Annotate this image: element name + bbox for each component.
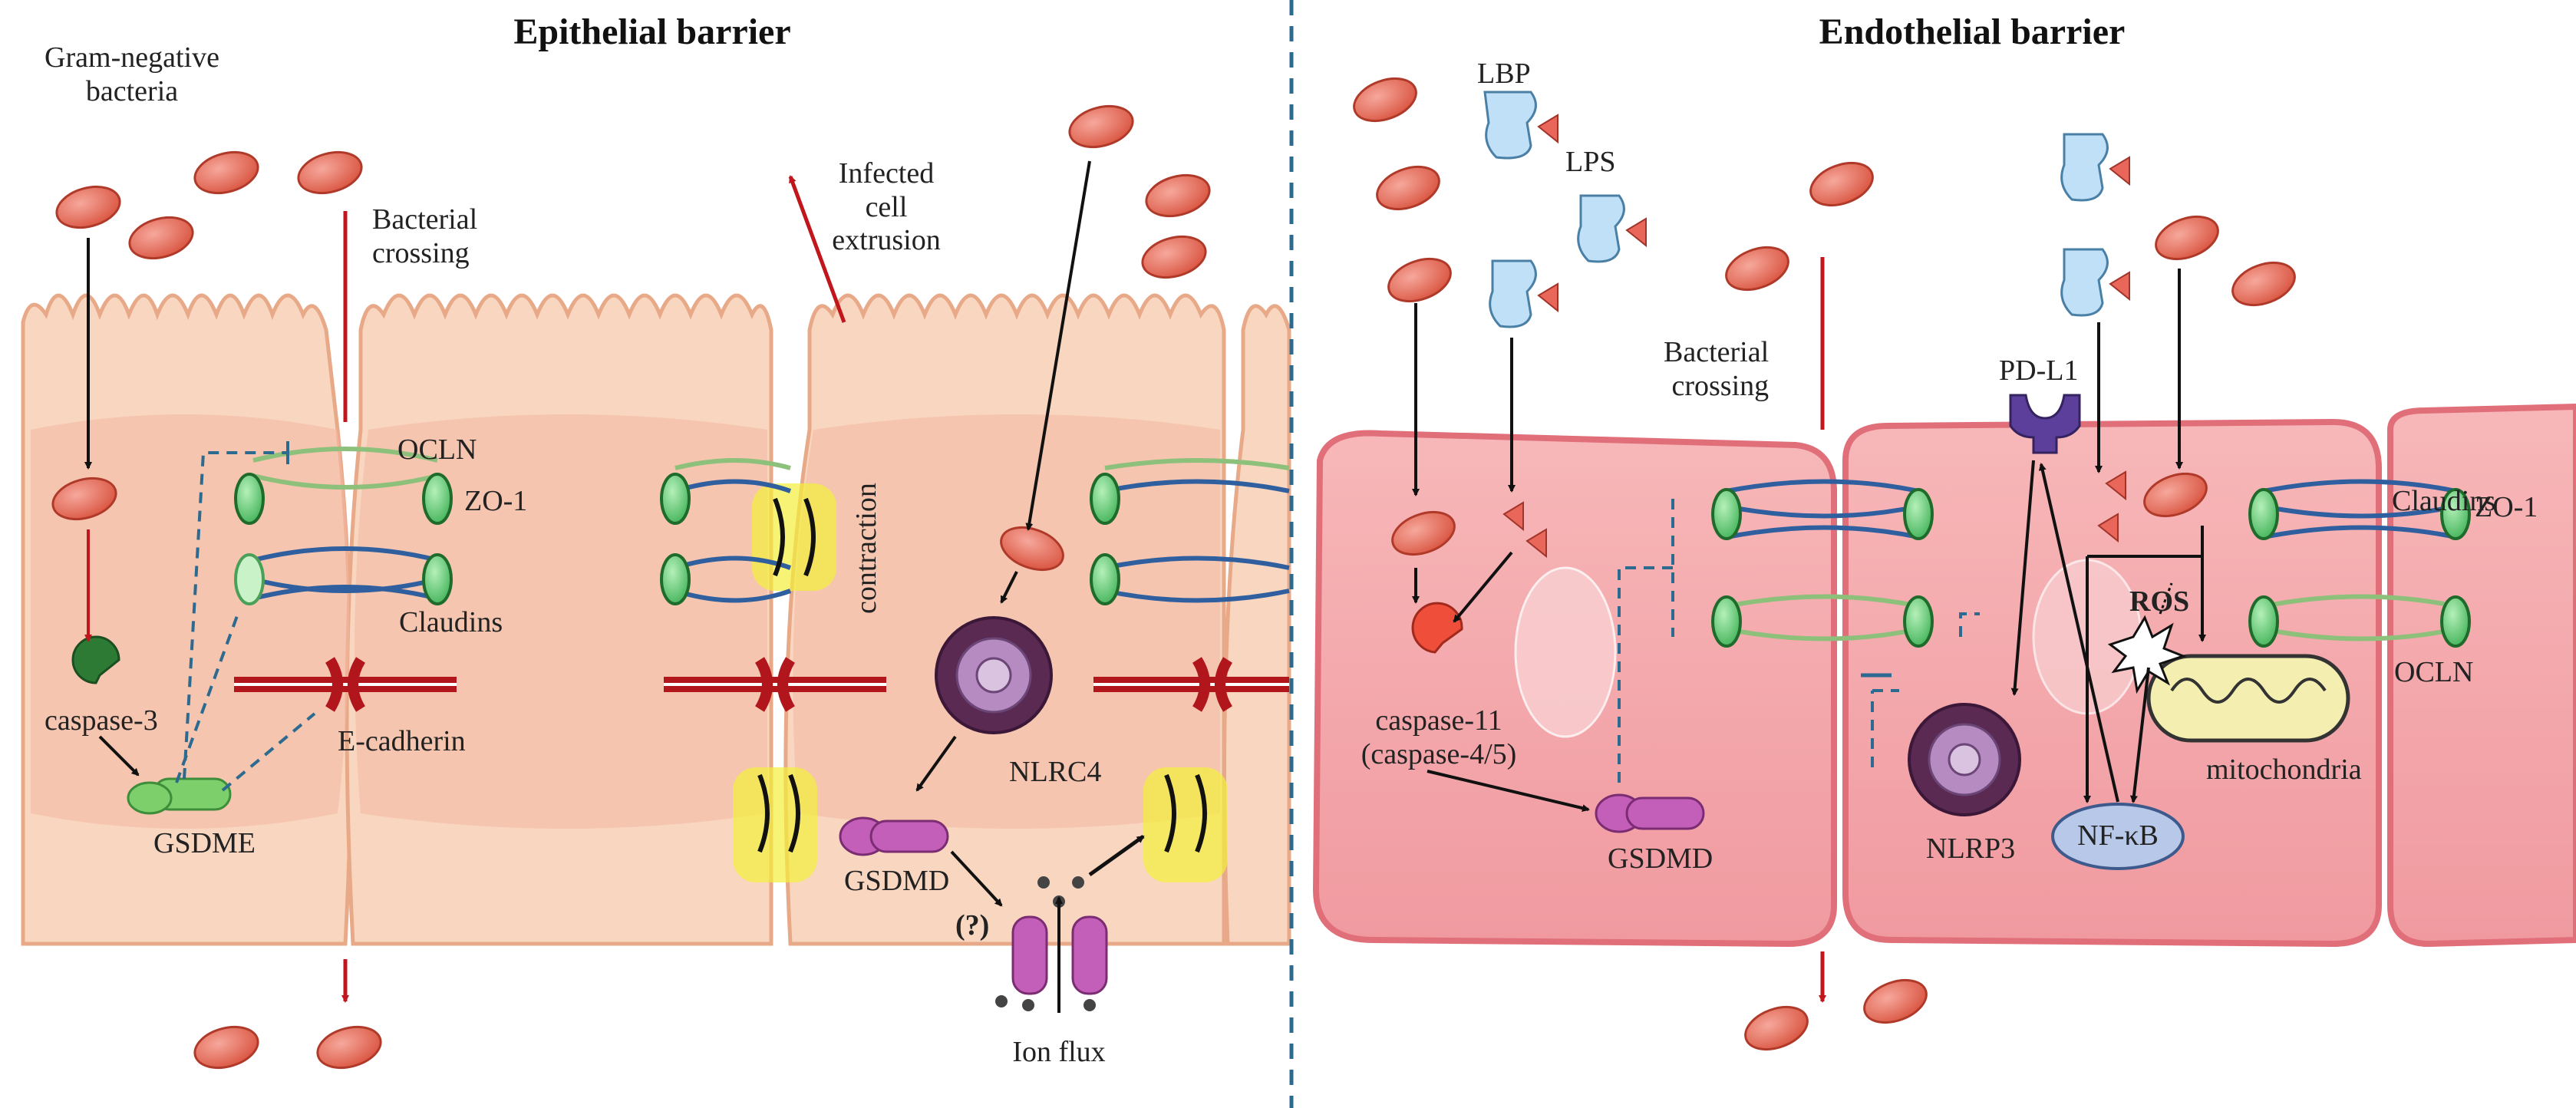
gsdmd-endothelial-shape: [1595, 793, 1705, 833]
lbp-lps-complexes: [1483, 91, 2130, 559]
epithelial-panel: [21, 105, 1291, 1069]
pdl1-receptor: [2009, 394, 2081, 454]
bacteria-epithelial: [51, 105, 1211, 1069]
ecadherin-junction-1: [234, 657, 457, 712]
caspase3-shape: [71, 635, 120, 684]
gsdmd-epithelial-shape: [839, 816, 949, 856]
epithelial-cell-4: [1222, 304, 1291, 946]
nlrc4-inflammasome: [935, 616, 1053, 734]
gsdme-shape: [127, 777, 232, 815]
endothelial-cell-3: [2387, 403, 2576, 948]
gsdmd-pore: [995, 876, 1108, 1011]
nfkb-shape: [2051, 803, 2185, 870]
tight-junction-1: [234, 447, 453, 605]
endothelial-panel: [1312, 77, 2576, 1051]
tight-junction-3: [1090, 458, 1290, 882]
endothelial-junction-1: [1711, 479, 1934, 648]
mitochondria-shape: [2146, 654, 2350, 743]
tight-junction-2: [660, 458, 886, 882]
ros-burst: [2107, 615, 2187, 694]
endothelial-junction-2: [2248, 479, 2471, 648]
bacteria-endothelial: [1353, 77, 2296, 1051]
nlrp3-inflammasome: [1908, 703, 2021, 816]
zo1-node: [234, 473, 265, 525]
